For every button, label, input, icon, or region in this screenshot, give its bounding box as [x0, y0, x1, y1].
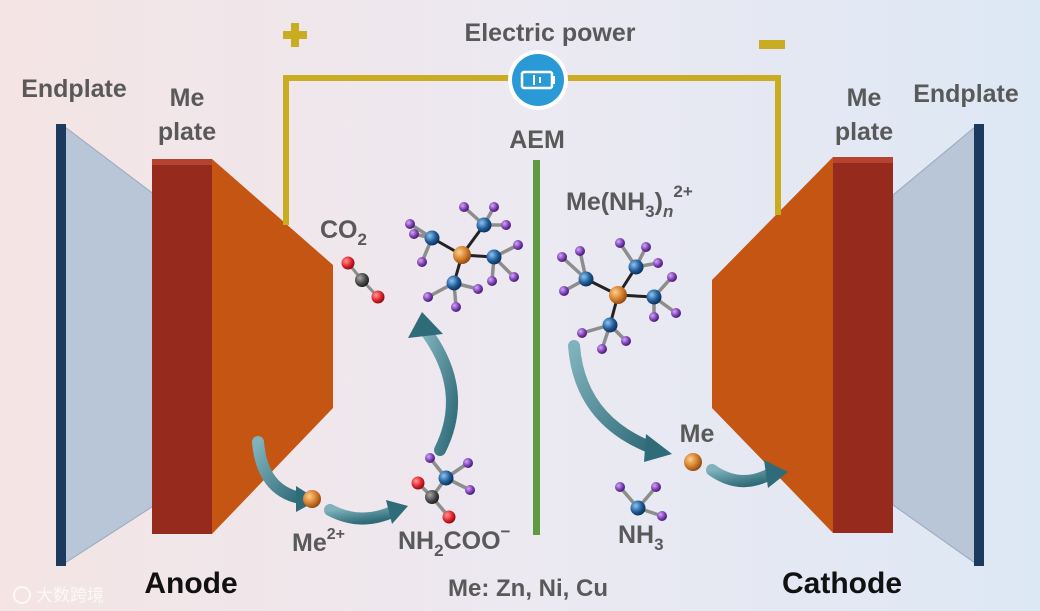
- carbon-atom: [355, 273, 369, 287]
- hydrogen-atom: [463, 458, 473, 468]
- right-metal-ammine-complex: [557, 238, 681, 354]
- cathode-label: Cathode: [782, 567, 902, 600]
- metal-atom: [453, 246, 471, 264]
- hydrogen-atom: [657, 511, 667, 521]
- power-label: Electric power: [465, 19, 636, 47]
- right-me-plate-label-line2: plate: [835, 118, 893, 146]
- nitrogen-atom: [630, 500, 646, 516]
- nitrogen-atom: [602, 317, 618, 333]
- hydrogen-atom: [651, 482, 661, 492]
- left-me-plate-label-line2: plate: [158, 118, 216, 146]
- hydrogen-atom: [667, 272, 677, 282]
- hydrogen-atom: [557, 252, 567, 262]
- hydrogen-atom: [671, 308, 681, 318]
- cathode-electrode: [712, 157, 833, 533]
- nitrogen-atom: [486, 249, 502, 265]
- hydrogen-atom: [405, 219, 415, 229]
- carbamate-label: NH2COO−: [398, 522, 511, 560]
- oxygen-atom: [411, 476, 425, 490]
- metal-deposit-atom: [684, 453, 702, 471]
- hydrogen-atom: [559, 286, 569, 296]
- oxygen-atom: [371, 290, 385, 304]
- arrow-metal-to-cathode: [706, 460, 788, 488]
- plus-icon: [283, 23, 307, 47]
- right-endplate: [892, 124, 984, 566]
- right-me-plate: [833, 157, 893, 533]
- hydrogen-atom: [425, 453, 435, 463]
- me-metal-label: Me: [680, 420, 715, 448]
- metals-note: Me: Zn, Ni, Cu: [448, 575, 608, 602]
- hydrogen-atom: [597, 344, 607, 354]
- co2-label: CO2: [320, 216, 367, 249]
- arrow-ion-to-carbamate: [324, 500, 408, 525]
- nitrogen-atom: [578, 271, 594, 287]
- carbamate-molecule: [411, 453, 475, 524]
- hydrogen-atom: [459, 202, 469, 212]
- metal-atom: [303, 490, 321, 508]
- hydrogen-atom: [509, 272, 519, 282]
- nh3-label: NH3: [618, 521, 664, 554]
- hydrogen-atom: [473, 284, 483, 294]
- nitrogen-atom: [424, 230, 440, 246]
- arrow-complex-to-ammonia: [568, 340, 672, 462]
- hydrogen-atom: [417, 257, 427, 267]
- hydrogen-atom: [451, 302, 461, 312]
- right-me-plate-label-line1: Me: [847, 84, 882, 112]
- hydrogen-atom: [513, 240, 523, 250]
- nitrogen-atom: [476, 217, 492, 233]
- metal-atom: [684, 453, 702, 471]
- hydrogen-atom: [615, 238, 625, 248]
- hydrogen-atom: [641, 242, 651, 252]
- oxygen-atom: [341, 256, 355, 270]
- co2-molecule: [341, 256, 385, 304]
- complex-label: Me(NH3)n2+: [566, 182, 693, 221]
- left-endplate-label: Endplate: [21, 75, 127, 103]
- metal-atom: [609, 286, 627, 304]
- watermark-logo-icon: [13, 586, 31, 604]
- hydrogen-atom: [501, 220, 511, 230]
- battery-icon: [508, 50, 568, 110]
- carbon-atom: [425, 490, 439, 504]
- hydrogen-atom: [409, 229, 419, 239]
- hydrogen-atom: [621, 336, 631, 346]
- hydrogen-atom: [489, 202, 499, 212]
- anode-label: Anode: [144, 567, 237, 600]
- hydrogen-atom: [465, 485, 475, 495]
- nitrogen-atom: [628, 259, 644, 275]
- right-endplate-label: Endplate: [913, 80, 1019, 108]
- arrow-carbamate-to-complex: [408, 312, 458, 456]
- nitrogen-atom: [646, 289, 662, 305]
- hydrogen-atom: [615, 482, 625, 492]
- left-endplate: [56, 124, 156, 566]
- anode-electrode: [212, 159, 333, 534]
- hydrogen-atom: [575, 246, 585, 256]
- watermark-text: 大数跨境: [36, 586, 104, 606]
- minus-icon: [759, 40, 785, 49]
- watermark: 大数跨境: [13, 586, 104, 606]
- oxygen-atom: [442, 510, 456, 524]
- hydrogen-atom: [487, 276, 497, 286]
- metal-ion-atom: [303, 490, 321, 508]
- me-ion-label: Me2+: [292, 526, 345, 557]
- left-me-plate-label-line1: Me: [170, 84, 205, 112]
- hydrogen-atom: [653, 258, 663, 268]
- hydrogen-atom: [423, 292, 433, 302]
- molecules: [303, 202, 702, 524]
- aem-label: AEM: [509, 126, 565, 154]
- aem-membrane: [533, 160, 540, 535]
- nitrogen-atom: [446, 275, 462, 291]
- hydrogen-atom: [577, 328, 587, 338]
- left-metal-ammine-complex: [405, 202, 523, 312]
- nitrogen-atom: [438, 470, 454, 486]
- left-me-plate: [152, 159, 212, 534]
- ammonia-molecule: [615, 482, 667, 521]
- hydrogen-atom: [649, 312, 659, 322]
